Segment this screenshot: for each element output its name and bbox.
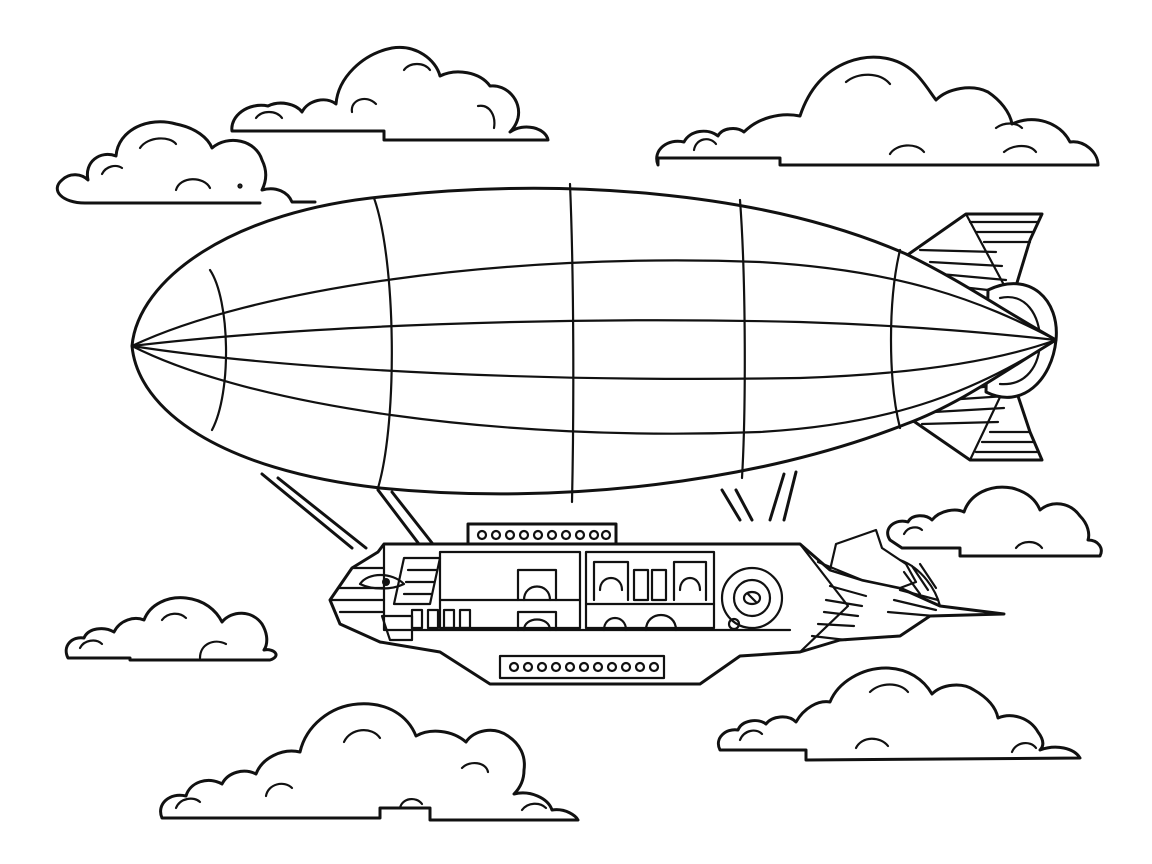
cloud-middle-right <box>886 485 1103 558</box>
cloud-top-left <box>55 120 317 205</box>
envelope <box>130 182 1058 504</box>
cloud-top-center <box>230 45 550 142</box>
support-struts <box>260 470 798 550</box>
cloud-lower-right <box>717 666 1082 762</box>
cloud-bottom-center <box>159 702 580 822</box>
porthole-icon <box>720 566 784 631</box>
roof-vent <box>466 522 618 548</box>
cockpit-eye <box>382 578 390 586</box>
gondola <box>328 528 1006 686</box>
cloud-top-right <box>655 55 1100 167</box>
airship <box>130 182 1058 686</box>
cloud-lower-left <box>64 596 278 662</box>
